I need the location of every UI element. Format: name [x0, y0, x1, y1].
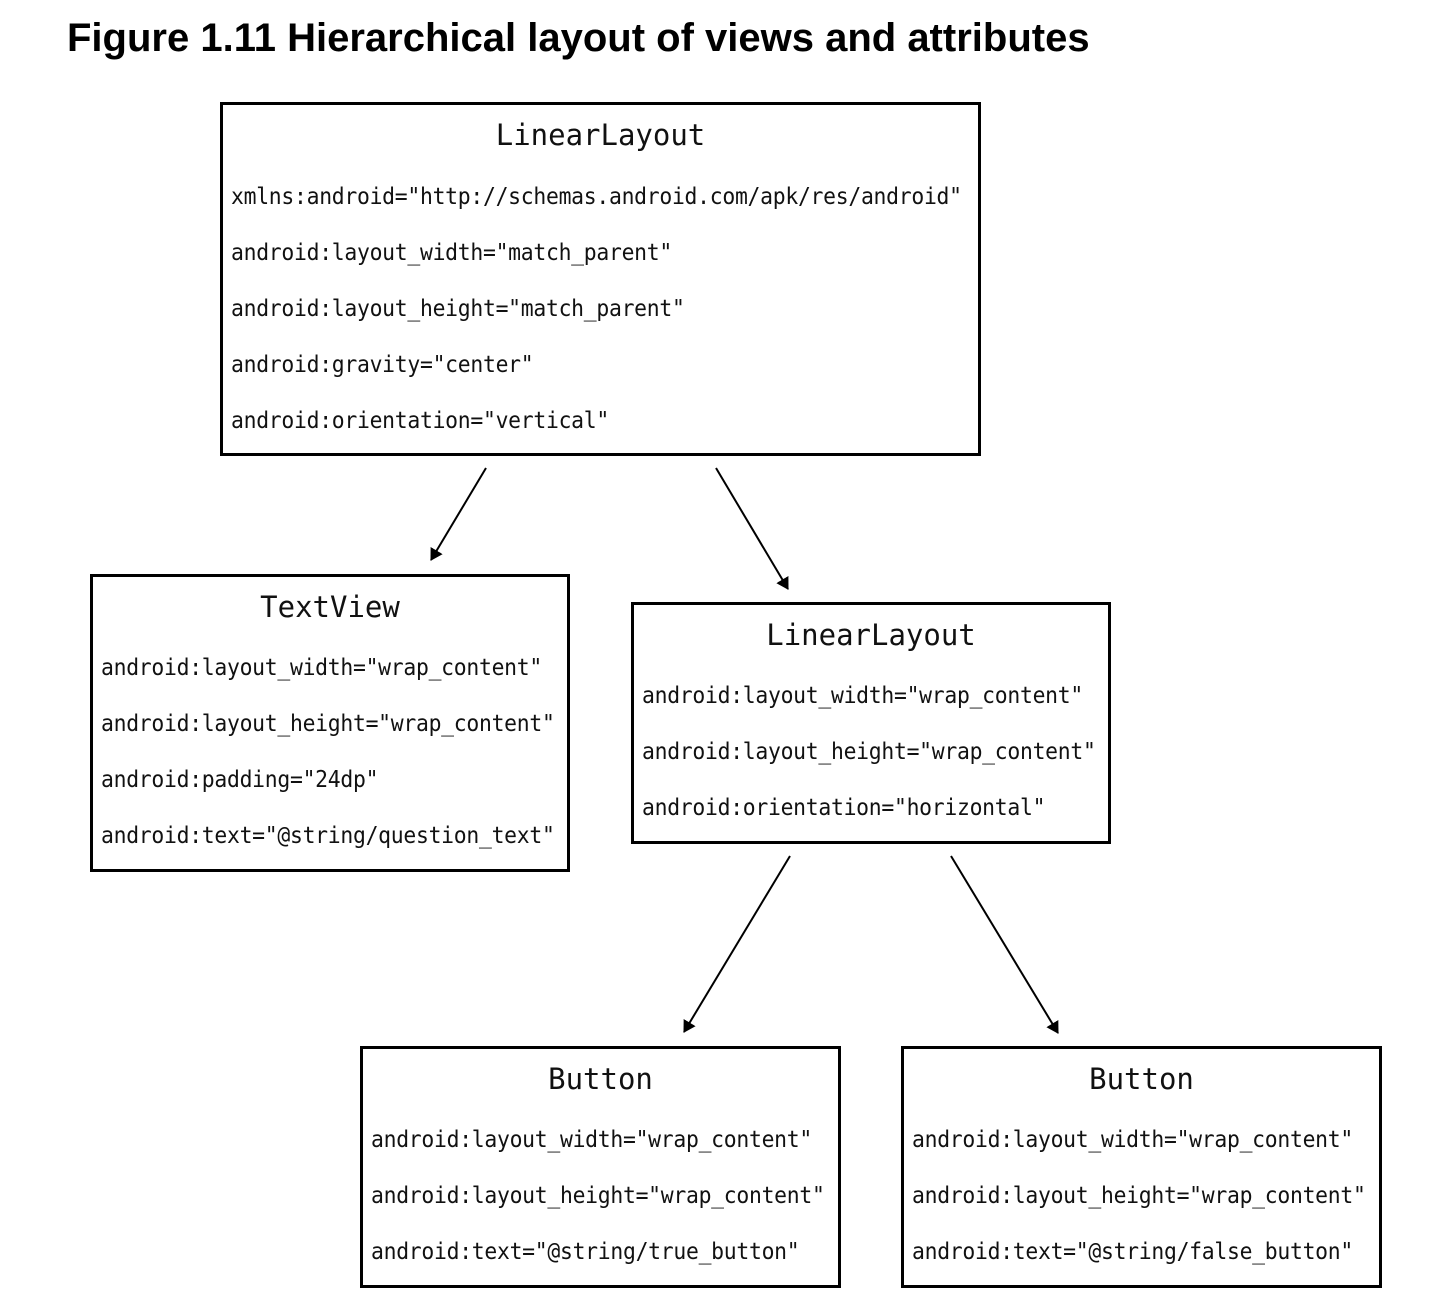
edge-root-to-inner-layout [715, 467, 789, 590]
figure-title: Figure 1.11 Hierarchical layout of views… [67, 16, 1090, 60]
node-attribute: android:layout_width="match_parent" [231, 240, 672, 266]
node-title: Button [548, 1062, 653, 1096]
node-title: LinearLayout [495, 118, 706, 152]
edge-root-to-textview [430, 467, 487, 561]
node-attribute: android:layout_width="wrap_content" [642, 683, 1083, 709]
node-attribute: android:text="@string/false_button" [912, 1239, 1353, 1265]
false-button-node: Button android:layout_width="wrap_conten… [901, 1046, 1382, 1288]
node-attribute: xmlns:android="http://schemas.android.co… [231, 184, 962, 210]
true-button-node: Button android:layout_width="wrap_conten… [360, 1046, 841, 1288]
node-attribute: android:layout_height="wrap_content" [371, 1183, 825, 1209]
node-attribute: android:padding="24dp" [101, 767, 379, 793]
node-attribute: android:gravity="center" [231, 352, 534, 378]
edge-inner-layout-to-true-button [683, 855, 791, 1033]
node-attribute: android:layout_width="wrap_content" [371, 1127, 812, 1153]
node-attribute: android:orientation="vertical" [231, 408, 609, 434]
node-attribute: android:layout_width="wrap_content" [101, 655, 542, 681]
node-title: TextView [260, 590, 400, 624]
node-title: LinearLayout [766, 618, 976, 652]
root-linearlayout-node: LinearLayout xmlns:android="http://schem… [220, 102, 981, 456]
node-attribute: android:layout_height="wrap_content" [101, 711, 555, 737]
edge-inner-layout-to-false-button [950, 855, 1059, 1034]
node-attribute: android:text="@string/question_text" [101, 823, 555, 849]
node-attribute: android:orientation="horizontal" [642, 795, 1046, 821]
node-attribute: android:text="@string/true_button" [371, 1239, 800, 1265]
node-title: Button [1089, 1062, 1194, 1096]
inner-linearlayout-node: LinearLayout android:layout_width="wrap_… [631, 602, 1111, 844]
node-attribute: android:layout_height="match_parent" [231, 296, 685, 322]
textview-node: TextView android:layout_width="wrap_cont… [90, 574, 570, 872]
node-attribute: android:layout_width="wrap_content" [912, 1127, 1353, 1153]
node-attribute: android:layout_height="wrap_content" [912, 1183, 1366, 1209]
node-attribute: android:layout_height="wrap_content" [642, 739, 1096, 765]
